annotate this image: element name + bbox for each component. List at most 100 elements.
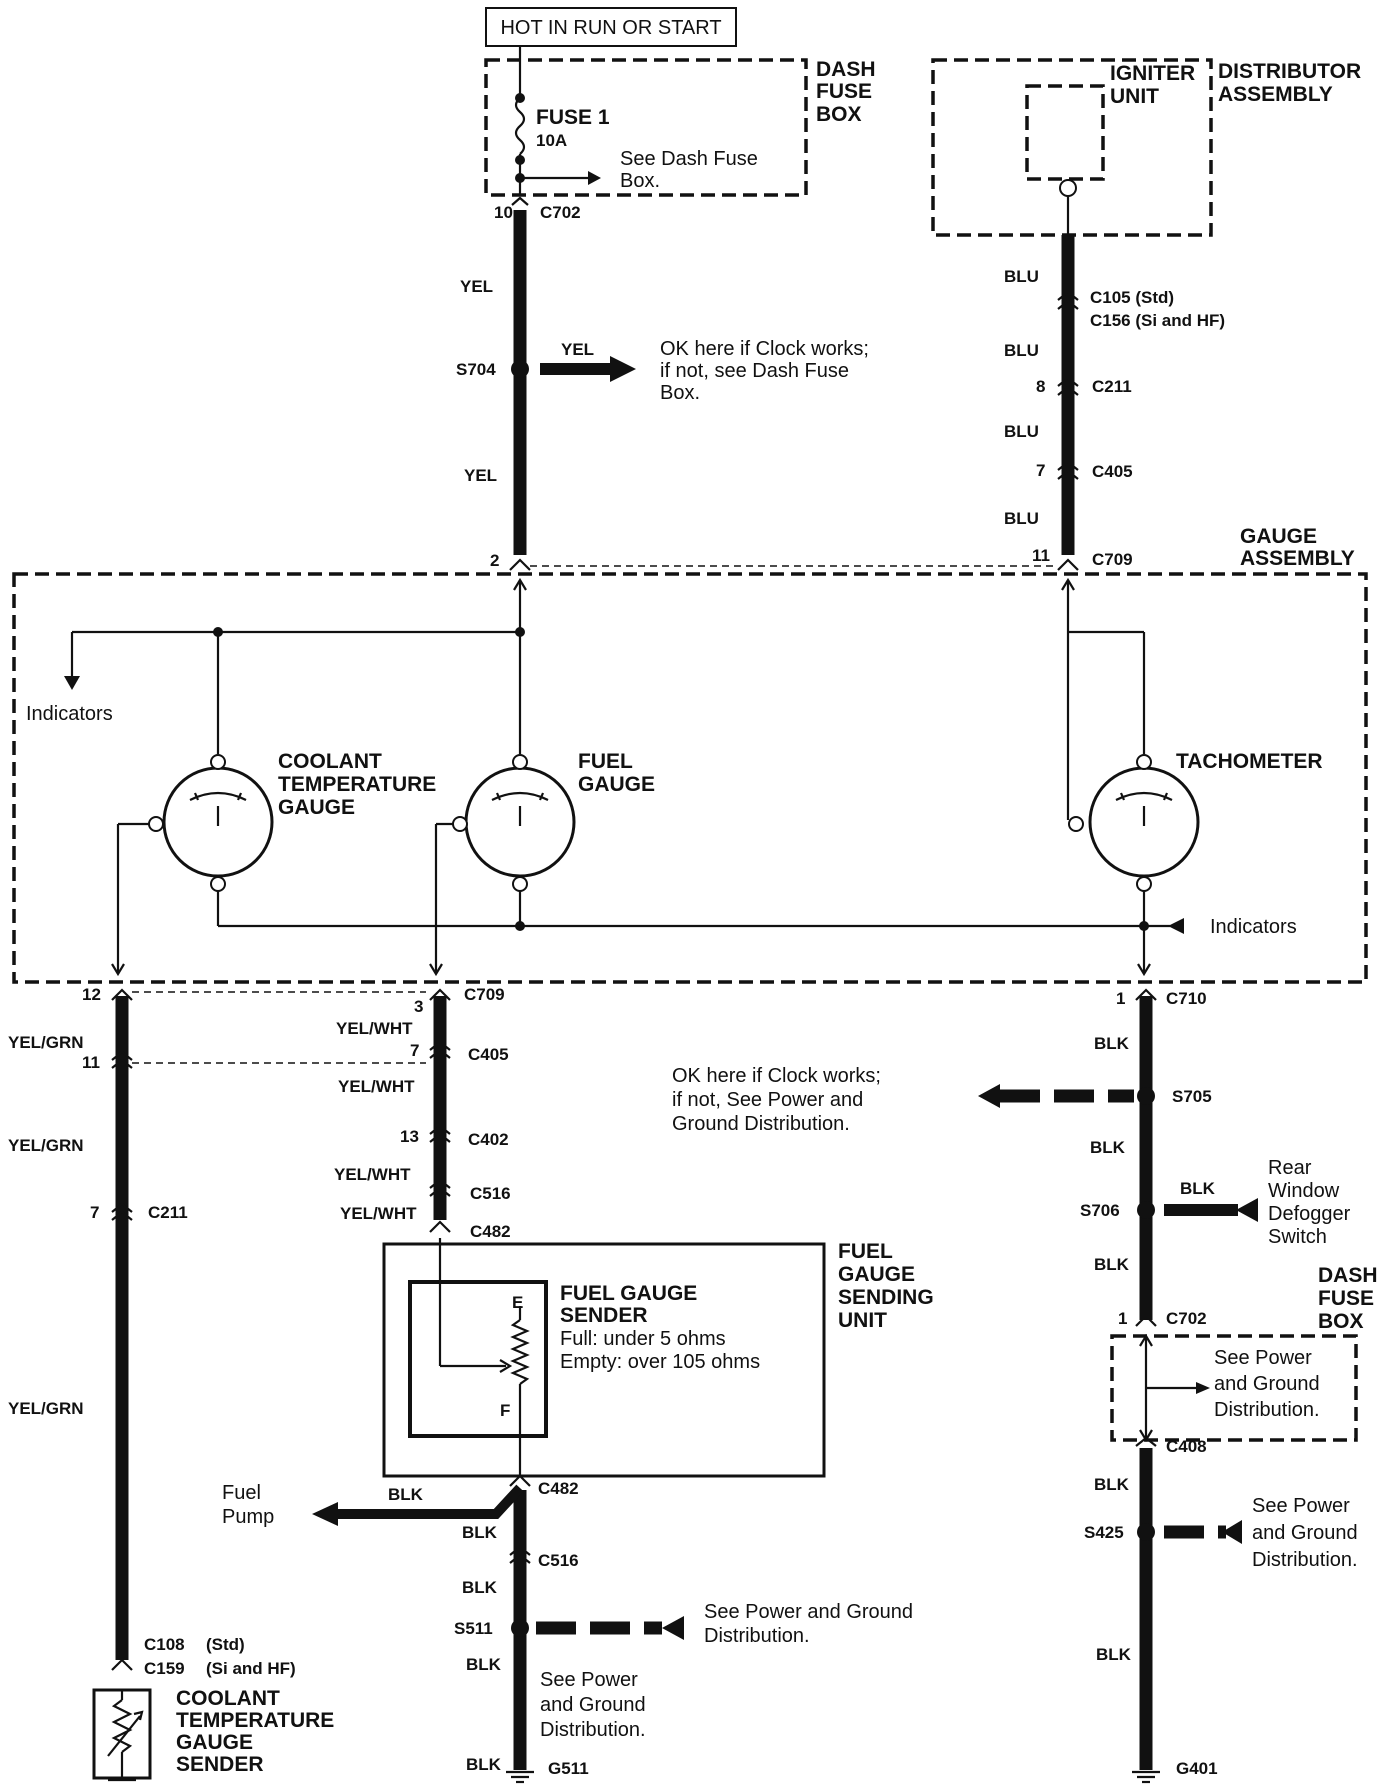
s704: S704 [456,360,496,379]
gauge-assembly: GAUGE ASSEMBLY Indicators COOLANT [12,525,1368,984]
coolant-gauge-line3: GAUGE [278,796,355,819]
s511-arrow [662,1616,684,1640]
ground-icon-g401 [1132,1770,1160,1784]
fuel-gauge-line2: GAUGE [578,773,655,796]
c402: C402 [468,1130,509,1149]
fuel-pump-arrow [312,1502,338,1526]
coolant-circuit: 12 YEL/GRN 11 YEL/GRN 7 C211 YEL/GRN C10… [8,985,426,1782]
fuel-sending-unit-box [382,1242,826,1478]
fuel-pump-line2: Pump [222,1506,274,1528]
blu-2: BLU [1004,341,1039,360]
fuel-full: Full: under 5 ohms [560,1328,726,1350]
pin-7-fuel: 7 [410,1041,419,1060]
dash-fuse-box-bottom-3: BOX [1318,1310,1364,1333]
sending-unit-line2: GAUGE [838,1263,915,1286]
coolant-sender-line1: COOLANT [176,1687,280,1710]
pin-7-right: 7 [1036,461,1045,480]
coolant-temperature-gauge-icon [148,754,274,892]
see-pg-box-3: Distribution. [1214,1399,1320,1421]
igniter-unit-line2: UNIT [1110,85,1159,108]
blk-tach-2: BLK [1090,1138,1126,1157]
see-pg-3: Distribution. [540,1719,646,1741]
fuel-pump-line1: Fuel [222,1482,261,1504]
rear-window-1: Rear [1268,1157,1312,1179]
c211-left: C211 [148,1203,188,1222]
yelwht-4: YEL/WHT [340,1204,417,1223]
rear-window-4: Switch [1268,1226,1327,1248]
yel-1: YEL [460,277,493,296]
see-pg-box-1: See Power [1214,1347,1312,1369]
yelwht-1: YEL/WHT [336,1019,413,1038]
fuel-sender-line2: SENDER [560,1304,648,1327]
fuel-circuit: 3 C709 YEL/WHT 7 C405 YEL/WHT 13 C402 YE… [222,985,934,1784]
coolant-sender-line3: GAUGE [176,1731,253,1754]
distributor-line1: DISTRIBUTOR [1218,60,1361,83]
blk-tach-5: BLK [1096,1645,1132,1664]
fuel-sender-resistor-icon [510,1319,530,1385]
pin-11-left: 11 [82,1053,100,1072]
yelwht-3: YEL/WHT [334,1165,411,1184]
blk-fuel-4: BLK [466,1755,502,1774]
blk-fuel-1: BLK [462,1523,498,1542]
rear-window-2: Window [1268,1180,1340,1202]
clock-note-1: OK here if Clock works; [660,338,869,360]
c105: C105 (Std) [1090,288,1174,307]
c405-fuel: C405 [468,1045,509,1064]
sending-unit-line4: UNIT [838,1309,887,1332]
c108-note: (Std) [206,1635,245,1654]
fuse-name: FUSE 1 [536,106,610,129]
indicators-left-arrow [64,676,80,690]
fuse-rating: 10A [536,131,567,150]
fuel-gauge-line1: FUEL [578,750,633,773]
coolant-gauge-line1: COOLANT [278,750,382,773]
dash-fuse-box-line3: BOX [816,103,862,126]
yelwht-2: YEL/WHT [338,1077,415,1096]
dash-fuse-box-bottom-2: FUSE [1318,1287,1374,1310]
pin-11-right: 11 [1032,546,1050,565]
fuse-icon [514,97,526,155]
see-pg-2: and Ground [540,1694,646,1716]
coolant-sender-line4: SENDER [176,1753,264,1776]
s425: S425 [1084,1523,1124,1542]
s425-note-1: See Power [1252,1495,1350,1517]
s511: S511 [454,1619,493,1638]
tach-clock-note-2: if not, See Power and [672,1089,863,1111]
see-dash-fuse-line1: See Dash Fuse [620,148,758,170]
fuel-empty: Empty: over 105 ohms [560,1351,760,1373]
dash-fuse-box-line2: FUSE [816,80,872,103]
yelgrn-2: YEL/GRN [8,1136,84,1155]
indicators-right: Indicators [1210,916,1297,938]
fuel-f: F [500,1401,510,1420]
blk-pump: BLK [388,1485,424,1504]
c408: C408 [1166,1437,1207,1456]
yelgrn-1: YEL/GRN [8,1033,84,1052]
c211-right: C211 [1092,377,1132,396]
blu-feed-wire: BLU C105 (Std) C156 (Si and HF) BLU 8 C2… [1004,235,1225,571]
c159: C159 [144,1659,185,1678]
dash-fuse-box-line1: DASH [816,58,876,81]
distributor-assembly: IGNITER UNIT DISTRIBUTOR ASSEMBLY [931,58,1361,237]
tach-clock-note-1: OK here if Clock works; [672,1065,881,1087]
pin-3: 3 [414,997,423,1016]
s511-note-1: See Power and Ground [704,1601,913,1623]
blk-fuel-3: BLK [466,1655,502,1674]
blu-3: BLU [1004,422,1039,441]
pin-12: 12 [82,985,101,1004]
blk-tach-1: BLK [1094,1034,1130,1053]
tachometer-label: TACHOMETER [1176,750,1323,773]
s425-note-3: Distribution. [1252,1549,1358,1571]
g511: G511 [548,1759,589,1778]
s425-note-2: and Ground [1252,1522,1358,1544]
see-pg-1: See Power [540,1669,638,1691]
blu-4: BLU [1004,509,1039,528]
tach-clock-note-3: Ground Distribution. [672,1113,850,1135]
ground-icon-g511 [506,1770,534,1784]
yel-feed-wire: 10 C702 YEL S704 YEL OK here if Clock wo… [456,196,869,571]
see-dash-fuse-line2: Box. [620,170,660,192]
dash-fuse-box-top: DASH FUSE BOX FUSE 1 10A See Dash Fuse B… [484,46,876,197]
tachometer-icon [1068,754,1200,892]
c405-right: C405 [1092,462,1133,481]
indicators-right-arrow [1168,918,1184,934]
c702-top: C702 [540,203,581,222]
c709-fuel: C709 [464,985,505,1004]
